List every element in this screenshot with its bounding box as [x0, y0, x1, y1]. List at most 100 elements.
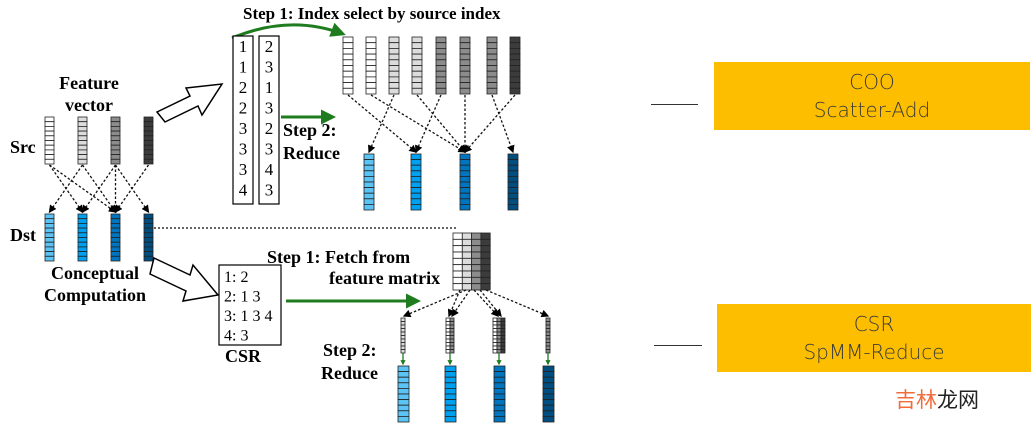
dst-vector: [143, 213, 154, 262]
feature-matrix-column: [461, 232, 472, 291]
watermark: 吉林龙网: [895, 384, 979, 414]
src-index-array: [232, 35, 254, 205]
output-vector: [507, 153, 519, 211]
coo-callout: COO Scatter-Add: [714, 62, 1030, 130]
coo-leader-line: [651, 104, 698, 105]
dst-index-value: 3: [265, 140, 274, 159]
csr-step2-label: Step 2:: [323, 340, 377, 360]
csr-row: 1: 2: [224, 269, 248, 286]
csr-callout-title: CSR: [853, 312, 895, 336]
src-index-value: 3: [239, 140, 248, 159]
edge-arrow: [485, 289, 550, 318]
edge-arrow: [402, 289, 467, 318]
dst-index-array: [258, 35, 280, 205]
dst-index-value: 3: [265, 58, 274, 77]
fetched-row-block: [545, 317, 551, 354]
edge-arrow: [416, 94, 466, 153]
gathered-vector: [342, 36, 354, 95]
dst-vector: [77, 213, 88, 262]
edge-arrow: [447, 289, 461, 318]
gathered-vector: [509, 36, 521, 95]
edge-arrow: [491, 94, 515, 154]
dst-vector: [110, 213, 121, 262]
gathered-vector: [365, 36, 377, 95]
src-index-value: 3: [239, 119, 248, 138]
spmm-diagram: Feature vector Src Dst Conceptual Comput…: [10, 4, 555, 423]
coo-step1-label: Step 1: Index select by source index: [243, 4, 501, 23]
src-vector: [110, 116, 121, 165]
csr-step1-label-2: feature matrix: [329, 268, 440, 288]
feature-matrix-column: [471, 232, 482, 291]
gathered-vector: [459, 36, 471, 95]
dst-label: Dst: [10, 225, 36, 245]
src-label: Src: [10, 137, 36, 157]
src-index-value: 1: [239, 37, 248, 56]
feature-vector-label: Feature: [59, 73, 119, 93]
dst-index-value: 3: [265, 99, 274, 118]
csr-row: 3: 1 3 4: [224, 308, 272, 325]
src-index-value: 2: [239, 78, 248, 97]
conceptual-caption: Conceptual: [51, 263, 139, 283]
coo-step2-label: Step 2:: [283, 120, 337, 140]
fetched-row-block: [496, 317, 502, 354]
edge-arrow: [347, 94, 417, 153]
src-feature-vectors: [44, 116, 154, 165]
csr-label: CSR: [225, 346, 262, 366]
gathered-vector: [411, 36, 423, 95]
csr-leader-line: [654, 345, 702, 346]
coo-callout-title: COO: [849, 70, 895, 94]
dst-feature-vectors: [44, 213, 154, 262]
fetched-blocks: [400, 317, 551, 366]
src-index-value: 4: [239, 181, 248, 200]
fetch-edges: [402, 289, 550, 318]
fetched-row-block: [449, 317, 455, 354]
feature-vector-label-2: vector: [65, 95, 113, 115]
edge-arrow: [415, 94, 442, 154]
gathered-feature-vectors: [342, 36, 521, 95]
watermark-part-1: 吉林: [895, 388, 937, 412]
csr-output-vectors: [397, 365, 555, 423]
edge-arrow: [479, 289, 502, 318]
csr-row: 4: 3: [224, 328, 248, 345]
edge-arrow: [370, 94, 467, 153]
edge-arrow: [464, 94, 516, 153]
src-vector: [77, 116, 88, 165]
src-vector: [143, 116, 154, 165]
dst-index-value: 4: [265, 160, 274, 179]
fetched-row-block: [445, 317, 451, 354]
coo-callout-subtitle: Scatter-Add: [813, 98, 931, 122]
src-index-value: 2: [239, 99, 248, 118]
edge-arrow: [451, 289, 471, 318]
coo-output-vectors: [363, 153, 519, 211]
csr-step2-label-2: Reduce: [321, 363, 378, 383]
csr-output-vector: [397, 365, 410, 423]
output-vector: [459, 153, 471, 211]
csr-step1-label: Step 1: Fetch from: [267, 247, 410, 267]
dst-vector: [44, 213, 55, 262]
edge-arrow: [81, 164, 117, 214]
csr-box: [218, 264, 282, 346]
feature-matrix-column: [480, 232, 491, 291]
csr-output-vector: [444, 365, 457, 423]
csr-callout: CSR SpMM-Reduce: [717, 304, 1031, 372]
edge-arrow: [48, 164, 84, 214]
src-index-value: 3: [239, 160, 248, 179]
hollow-arrow-to-coo: [155, 83, 224, 123]
step1-green-arrow: [231, 22, 346, 40]
fetched-row-block: [492, 317, 498, 354]
edge-arrow: [114, 164, 150, 214]
dst-index-value: 3: [265, 181, 274, 200]
gathered-vector: [388, 36, 400, 95]
src-vector: [44, 116, 55, 165]
coo-step2-label-2: Reduce: [283, 143, 340, 163]
csr-callout-subtitle: SpMM-Reduce: [803, 340, 945, 364]
csr-output-vector: [493, 365, 506, 423]
gathered-vector: [486, 36, 498, 95]
hollow-arrow-to-csr: [149, 256, 220, 302]
gathered-vector: [435, 36, 447, 95]
src-index-value: 1: [239, 58, 248, 77]
csr-row: 2: 1 3: [224, 289, 260, 306]
scatter-edges: [347, 94, 516, 154]
output-vector: [410, 153, 422, 211]
feature-matrix-column: [452, 232, 463, 291]
